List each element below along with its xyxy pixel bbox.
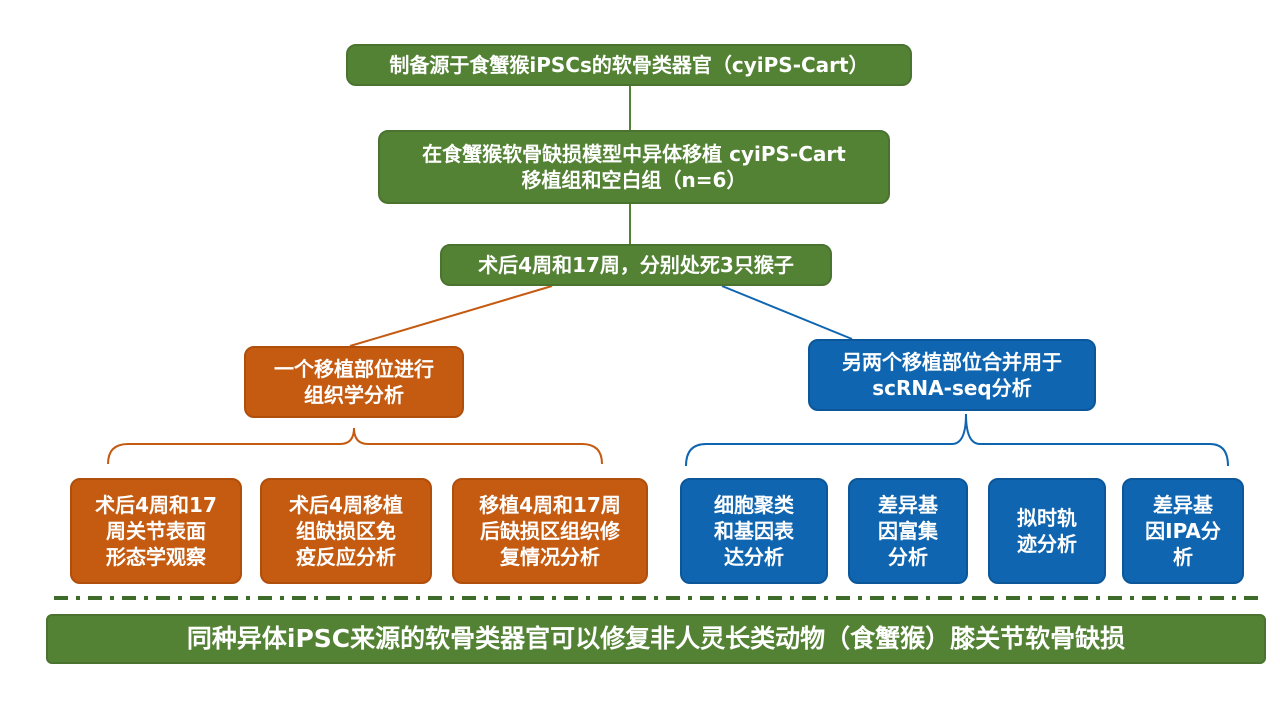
- right-item-4-line2: 因IPA分: [1145, 519, 1221, 543]
- left-item-1-line2: 周关节表面: [106, 519, 206, 543]
- right-item-3-line1: 拟时轨: [1017, 506, 1077, 530]
- left-branch-title-box: 一个移植部位进行 组织学分析: [244, 346, 464, 418]
- right-item-1-line2: 和基因表: [714, 519, 794, 543]
- right-branch-title-line1: 另两个移植部位合并用于: [842, 350, 1062, 374]
- step3-text: 术后4周和17周，分别处死3只猴子: [478, 253, 794, 277]
- right-item-1-box: 细胞聚类 和基因表 达分析: [680, 478, 828, 584]
- left-item-3-box: 移植4周和17周 后缺损区组织修 复情况分析: [452, 478, 648, 584]
- right-item-1-line1: 细胞聚类: [714, 493, 794, 517]
- left-item-3-line3: 复情况分析: [500, 545, 600, 569]
- left-item-1-line3: 形态学观察: [106, 545, 206, 569]
- left-item-2-line2: 组缺损区免: [296, 519, 396, 543]
- right-item-4-line3: 析: [1173, 545, 1193, 569]
- right-item-2-line2: 因富集: [878, 519, 938, 543]
- conclusion-text: 同种异体iPSC来源的软骨类器官可以修复非人灵长类动物（食蟹猴）膝关节软骨缺损: [186, 623, 1126, 653]
- connector-to-right-branch: [721, 285, 853, 340]
- left-branch-title-line2: 组织学分析: [304, 383, 404, 407]
- right-item-2-box: 差异基 因富集 分析: [848, 478, 968, 584]
- connector-to-left-branch: [349, 285, 553, 347]
- conclusion-box: 同种异体iPSC来源的软骨类器官可以修复非人灵长类动物（食蟹猴）膝关节软骨缺损: [46, 614, 1266, 664]
- left-item-1-line1: 术后4周和17: [95, 493, 217, 517]
- left-bracket: [107, 427, 603, 465]
- step3-box: 术后4周和17周，分别处死3只猴子: [440, 244, 832, 286]
- right-item-3-box: 拟时轨 迹分析: [988, 478, 1106, 584]
- right-branch-title-line2: scRNA-seq分析: [872, 376, 1032, 400]
- left-item-3-line1: 移植4周和17周: [479, 493, 621, 517]
- step2-text-line2: 移植组和空白组（n=6）: [521, 168, 747, 192]
- right-item-4-box: 差异基 因IPA分 析: [1122, 478, 1244, 584]
- left-item-2-line1: 术后4周移植: [289, 493, 403, 517]
- right-item-4-line1: 差异基: [1153, 493, 1213, 517]
- right-item-1-line3: 达分析: [724, 545, 784, 569]
- right-branch-title-box: 另两个移植部位合并用于 scRNA-seq分析: [808, 339, 1096, 411]
- left-branch-title-line1: 一个移植部位进行: [274, 357, 434, 381]
- left-item-3-line2: 后缺损区组织修: [480, 519, 620, 543]
- right-item-3-line2: 迹分析: [1017, 532, 1077, 556]
- right-bracket: [685, 413, 1229, 467]
- step1-box: 制备源于食蟹猴iPSCs的软骨类器官（cyiPS-Cart）: [346, 44, 912, 86]
- right-item-2-line3: 分析: [888, 545, 928, 569]
- step2-box: 在食蟹猴软骨缺损模型中异体移植 cyiPS-Cart 移植组和空白组（n=6）: [378, 130, 890, 204]
- left-item-2-line3: 疫反应分析: [296, 545, 396, 569]
- right-item-2-line1: 差异基: [878, 493, 938, 517]
- left-item-1-box: 术后4周和17 周关节表面 形态学观察: [70, 478, 242, 584]
- step1-text: 制备源于食蟹猴iPSCs的软骨类器官（cyiPS-Cart）: [389, 53, 869, 77]
- step2-text-line1: 在食蟹猴软骨缺损模型中异体移植 cyiPS-Cart: [422, 142, 846, 166]
- left-item-2-box: 术后4周移植 组缺损区免 疫反应分析: [260, 478, 432, 584]
